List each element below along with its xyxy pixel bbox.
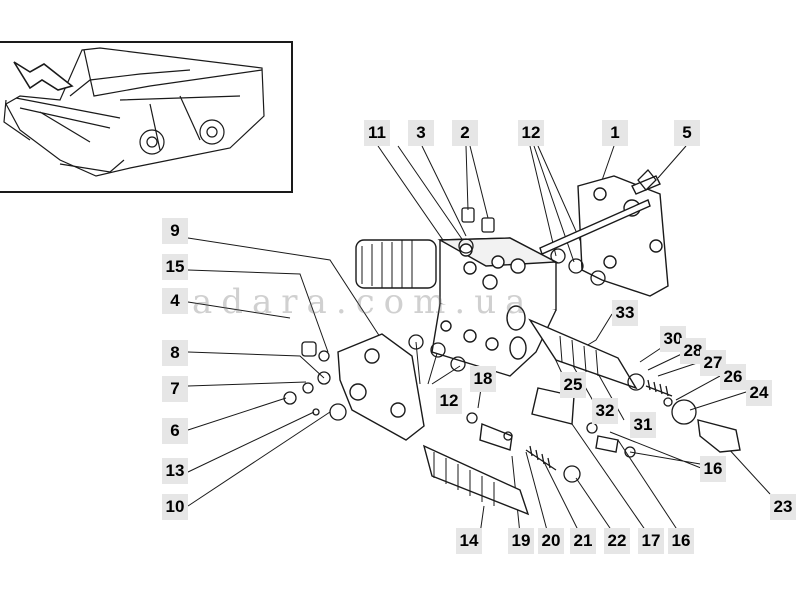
callout-12-top: 12 — [518, 120, 544, 146]
callout-27: 26 — [720, 364, 746, 390]
callout-15: 14 — [456, 528, 482, 554]
callout-5: 5 — [674, 120, 700, 146]
callout-33: 32 — [592, 398, 618, 424]
callout-23: 22 — [604, 528, 630, 554]
filter-cartridge-left — [355, 239, 437, 289]
spool-assembly — [528, 318, 638, 390]
callout-24: 23 — [770, 494, 796, 520]
callout-13: 13 — [162, 458, 188, 484]
small-parts — [283, 169, 697, 483]
callout-7: 7 — [162, 376, 188, 402]
callout-14: 15 — [162, 254, 188, 280]
callout-8: 8 — [162, 340, 188, 366]
callout-10: 10 — [162, 494, 188, 520]
callout-4: 4 — [162, 288, 188, 314]
callout-1: 1 — [602, 120, 628, 146]
arrow-icon — [13, 61, 74, 91]
callout-12-mid: 12 — [436, 388, 462, 414]
watermark-text: adara.com.ua — [192, 282, 535, 322]
callout-19: 18 — [470, 366, 496, 392]
callout-26: 25 — [560, 372, 586, 398]
callout-16: 16 — [668, 528, 694, 554]
callout-32: 33 — [612, 300, 638, 326]
callout-31: 31 — [630, 412, 656, 438]
callout-17: 16 — [700, 456, 726, 482]
callout-18: 17 — [638, 528, 664, 554]
callout-3: 3 — [408, 120, 434, 146]
long-bolt — [539, 199, 651, 255]
filter-cartridge-lower — [422, 444, 530, 516]
callout-2: 2 — [452, 120, 478, 146]
check-valve — [479, 423, 513, 451]
callout-22: 21 — [570, 528, 596, 554]
leader-lines — [187, 145, 771, 535]
callout-11: 11 — [364, 120, 390, 146]
callout-9: 9 — [162, 218, 188, 244]
callout-21: 20 — [538, 528, 564, 554]
machine-inset — [0, 41, 293, 193]
callout-25: 24 — [746, 380, 772, 406]
callout-20: 19 — [508, 528, 534, 554]
plug-fitting — [697, 419, 741, 453]
callout-6: 6 — [162, 418, 188, 444]
inset-frame — [0, 41, 293, 193]
valve-assembly — [337, 175, 741, 516]
